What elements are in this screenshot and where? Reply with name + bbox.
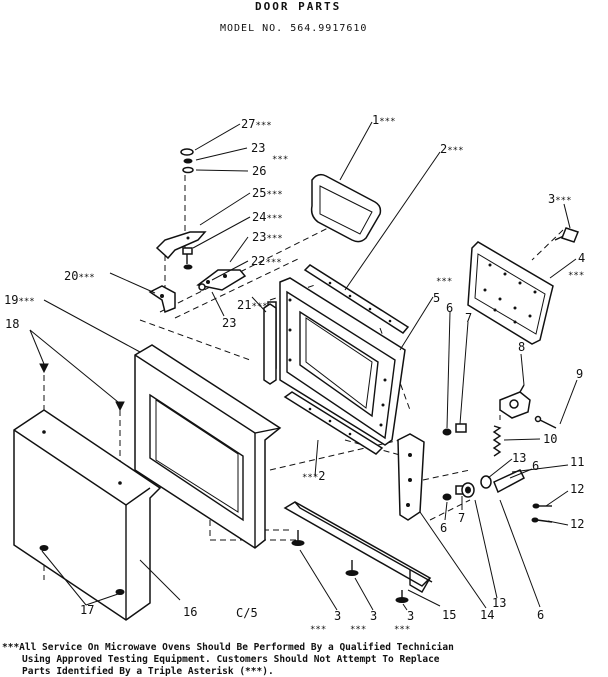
- callout-15: 15: [442, 608, 456, 622]
- lower-door-bar: [283, 501, 433, 603]
- footnote-line-3: Parts Identified By a Triple Asterisk (*…: [22, 666, 274, 677]
- callout-13-lower: 13: [492, 596, 506, 610]
- callout-16: 16: [183, 605, 197, 619]
- callout-18: 18: [5, 317, 19, 331]
- choke-strip-lower: [283, 391, 384, 455]
- callout-25: 25***: [252, 186, 283, 200]
- callout-7-lower: 7: [458, 511, 465, 525]
- callout-2-bottom: ***2: [302, 469, 326, 483]
- callout-9: 9: [576, 367, 583, 381]
- leader-lines: [29, 121, 578, 611]
- door-cover-plate: [467, 241, 554, 345]
- callout-6-lower: 6: [440, 521, 447, 535]
- callout-17: 17: [80, 603, 94, 617]
- callout-6-bottom: 6: [537, 608, 544, 622]
- callout-12-lower: 12: [570, 517, 584, 531]
- footnote-line-1: ***All Service On Microwave Ovens Should…: [2, 642, 454, 653]
- callout-21: 21***: [237, 298, 268, 312]
- callout-24: 24***: [252, 210, 283, 224]
- callout-5: *** 5: [433, 273, 460, 305]
- callout-27: 27***: [241, 117, 272, 131]
- door-seal-gasket: [310, 173, 382, 243]
- callout-23-top: 23: [251, 141, 265, 155]
- latch-spring: [492, 425, 502, 457]
- callout-3-top: 3***: [548, 192, 572, 206]
- page-title: DOOR PARTS: [255, 0, 341, 13]
- callout-2-top: 2***: [440, 142, 464, 156]
- callout-23-mid: 23***: [252, 230, 283, 244]
- screw-top-right: [554, 227, 579, 243]
- callout-20: 20***: [64, 269, 95, 283]
- callout-8: 8: [518, 340, 525, 354]
- callout-6-upper: 6: [446, 301, 453, 315]
- callout-3-bottom-c: 3 ***: [394, 609, 421, 635]
- model-number: MODEL NO. 564.9917610: [220, 23, 367, 34]
- callout-4: 4 ***: [568, 251, 592, 281]
- side-choke-strip: [263, 303, 277, 385]
- callout-22: 22***: [251, 254, 282, 268]
- callout-3-bottom-a: 3 ***: [310, 609, 348, 635]
- callout-23-top-asterisk: ***: [272, 155, 288, 165]
- latch-hook: [499, 384, 531, 419]
- sheet-mark: C/5: [236, 606, 258, 620]
- lower-latch-hardware: [461, 469, 553, 523]
- choke-strip-upper: [303, 264, 410, 334]
- footnote-line-2: Using Approved Testing Equipment. Custom…: [22, 654, 440, 665]
- door-frame: [134, 344, 282, 549]
- upper-hinge-stack: [155, 148, 207, 270]
- callout-12-upper: 12: [570, 482, 584, 496]
- callout-19: 19***: [4, 293, 35, 307]
- latch-bracket: [196, 269, 247, 291]
- callout-6-right: 6: [532, 459, 539, 473]
- service-footnote: ***All Service On Microwave Ovens Should…: [2, 642, 454, 677]
- callout-7-upper: 7: [465, 311, 472, 325]
- panel-fasteners: [39, 363, 125, 595]
- outer-door-panel: [13, 409, 162, 621]
- callout-14: 14: [480, 608, 494, 622]
- callout-26: 26: [252, 164, 266, 178]
- callout-23-low: 23: [222, 316, 236, 330]
- callout-3-bottom-b: 3 ***: [350, 609, 384, 635]
- callout-1: 1***: [372, 113, 396, 127]
- callout-13-upper: 13: [512, 451, 526, 465]
- callout-11: 11: [570, 455, 584, 469]
- hinge-bracket: [148, 285, 176, 314]
- callout-10: 10: [543, 432, 557, 446]
- latch-pin: [534, 415, 557, 429]
- callout-labels: 27*** 23 *** 26 25*** 24*** 23*** 22*** …: [4, 113, 592, 635]
- latch-plate: [397, 433, 425, 521]
